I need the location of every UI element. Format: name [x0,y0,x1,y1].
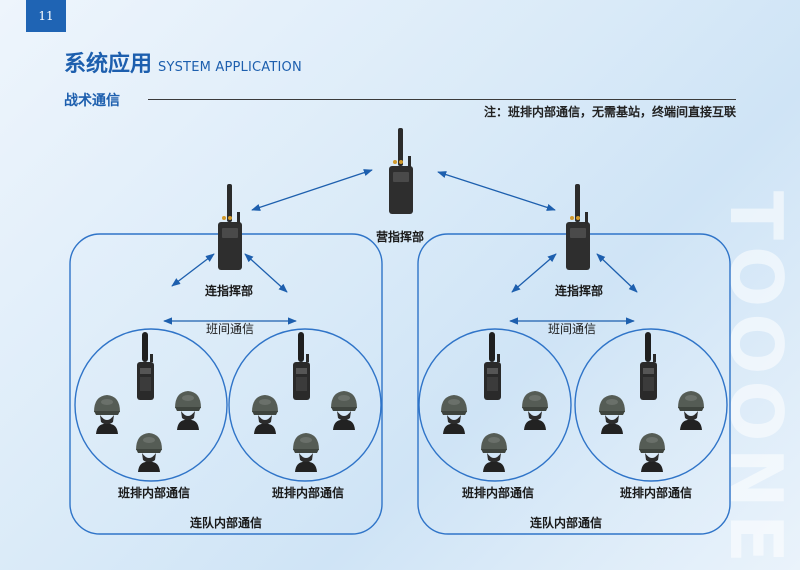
soldier-head-icon [599,395,625,434]
left-company-label: 连队内部通信 [190,515,262,530]
handheld-radio-icon [640,332,657,400]
right-inter-squad-label: 班间通信 [548,322,596,336]
soldier-head-icon [678,391,704,430]
header-divider [148,99,736,100]
right-squad-label-2: 班排内部通信 [620,485,692,500]
soldier-head-icon [136,433,162,472]
section-subtitle: 战术通信 [64,93,120,109]
left-squad-label-1: 班排内部通信 [118,485,190,500]
soldier-head-icon [331,391,357,430]
soldier-head-icon [252,395,278,434]
squad-circle [574,328,728,482]
left-company-hq-label: 连指挥部 [205,283,253,298]
company-base-station-icon [218,184,242,270]
link-battalion-right [437,171,556,211]
squad-circle [228,328,382,482]
right-company-hq-label: 连指挥部 [555,283,603,298]
handheld-radio-icon [484,332,501,400]
soldier-head-icon [94,395,120,434]
left-squad-label-2: 班排内部通信 [272,485,344,500]
right-squad-label-1: 班排内部通信 [462,485,534,500]
handheld-radio-icon [293,332,310,400]
soldier-head-icon [639,433,665,472]
right-company-label: 连队内部通信 [530,515,602,530]
battalion-base-station-icon [389,128,413,214]
soldier-head-icon [522,391,548,430]
soldier-head-icon [481,433,507,472]
soldier-head-icon [175,391,201,430]
battalion-hq-label: 营指挥部 [376,229,424,244]
squad-circle [74,328,228,482]
link-battalion-left [251,169,373,211]
company-base-station-icon [566,184,590,270]
squad-circle [418,328,572,482]
diagram-note: 注：班排内部通信，无需基站，终端间直接互联 [483,105,736,119]
left-inter-squad-label: 班间通信 [206,322,254,336]
title-cn: 系统应用 [64,52,153,77]
page-number-badge: 11 [26,0,66,32]
title-en: SYSTEM APPLICATION [158,60,302,75]
page-title: 系统应用 SYSTEM APPLICATION [64,46,302,78]
soldier-head-icon [293,433,319,472]
soldier-head-icon [441,395,467,434]
handheld-radio-icon [137,332,154,400]
